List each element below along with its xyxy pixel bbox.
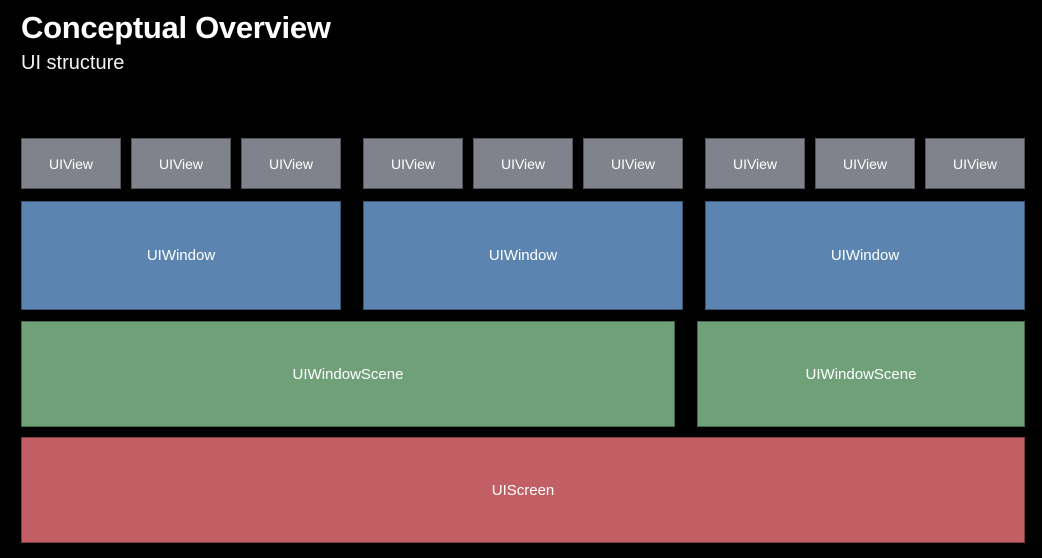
uiwindow-node[interactable]: UIWindow [363, 201, 683, 310]
uiview-node-label: UIView [48, 155, 94, 172]
uiview-node[interactable]: UIView [131, 138, 231, 189]
uiwindow-group-2: UIWindow [363, 201, 683, 310]
uiview-node[interactable]: UIView [21, 138, 121, 189]
uiwindow-node[interactable]: UIWindow [705, 201, 1025, 310]
uiview-node[interactable]: UIView [363, 138, 463, 189]
uiwindow-group-3: UIWindow [705, 201, 1025, 310]
uiview-node-label: UIView [158, 155, 204, 172]
uiview-node-label: UIView [268, 155, 314, 172]
uiwindow-node[interactable]: UIWindow [21, 201, 341, 310]
uiwindowscene-node-label: UIWindowScene [292, 365, 404, 383]
uiwindow-node-label: UIWindow [488, 247, 558, 264]
uiview-node-label: UIView [842, 155, 888, 172]
uiview-node[interactable]: UIView [925, 138, 1025, 189]
page-title: Conceptual Overview [21, 10, 331, 45]
uiscreen-layer-row: UIScreen [21, 437, 1025, 543]
uiview-layer-row: UIView UIView UIView UIView UIView UIVie… [21, 138, 1025, 189]
uiwindowscene-layer-row: UIWindowScene UIWindowScene [21, 321, 1025, 427]
uiview-node[interactable]: UIView [705, 138, 805, 189]
uiscreen-node[interactable]: UIScreen [21, 437, 1025, 543]
uiview-node-label: UIView [952, 155, 998, 172]
slide-header: Conceptual Overview UI structure [21, 8, 921, 76]
uiview-node-label: UIView [500, 155, 546, 172]
uiwindowscene-node-label: UIWindowScene [805, 365, 917, 383]
uiwindow-node-label: UIWindow [830, 247, 900, 264]
uiview-node-label: UIView [732, 155, 778, 172]
uiwindowscene-node[interactable]: UIWindowScene [21, 321, 675, 427]
uiscreen-node-label: UIScreen [491, 481, 555, 499]
uiwindow-node-label: UIWindow [146, 247, 216, 264]
uiwindow-group-1: UIWindow [21, 201, 341, 310]
uiview-group-3: UIView UIView UIView [705, 138, 1025, 189]
uiview-node-label: UIView [390, 155, 436, 172]
uiview-node[interactable]: UIView [473, 138, 573, 189]
uiview-node[interactable]: UIView [241, 138, 341, 189]
page-subtitle: UI structure [21, 52, 125, 74]
uiview-node-label: UIView [610, 155, 656, 172]
uiwindow-layer-row: UIWindow UIWindow UIWindow [21, 201, 1025, 310]
uiview-group-1: UIView UIView UIView [21, 138, 341, 189]
uiview-node[interactable]: UIView [583, 138, 683, 189]
uiview-group-2: UIView UIView UIView [363, 138, 683, 189]
ui-hierarchy-diagram: UIView UIView UIView UIView UIView UIVie… [21, 138, 1025, 544]
uiview-node[interactable]: UIView [815, 138, 915, 189]
uiwindowscene-node[interactable]: UIWindowScene [697, 321, 1025, 427]
